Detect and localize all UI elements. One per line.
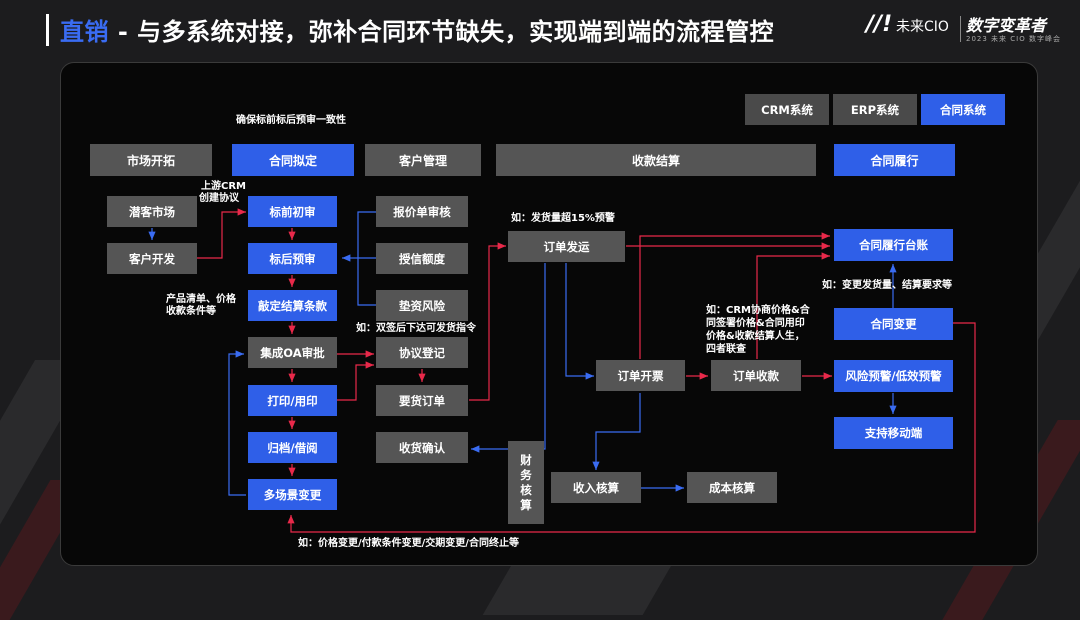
- arrow-change-loop: [228, 350, 246, 496]
- legend-crm: CRM系统: [745, 94, 829, 125]
- node-archive: 归档/借阅: [248, 432, 337, 463]
- arrow-print-to-agreement: [337, 361, 374, 401]
- node-receipt-confirm: 收货确认: [376, 432, 468, 463]
- title-highlight: 直销: [60, 18, 109, 46]
- node-revenue-acct: 收入核算: [551, 472, 641, 503]
- node-risk-alert: 风险预警/低效预警: [834, 360, 953, 392]
- phase-draft: 合同拟定: [232, 144, 354, 176]
- logo-divider: [960, 16, 961, 42]
- arrow-change-bottom-loop: [287, 322, 976, 533]
- connector-layer: [148, 208, 976, 533]
- note-consistency: 确保标前标后预审一致性: [236, 115, 346, 126]
- note-product-2: 收款条件等: [166, 306, 216, 317]
- node-customer-dev: 客户开发: [107, 243, 197, 274]
- logo-brand-secondary: 数字变革者: [966, 16, 1047, 35]
- node-order-ship: 订单发运: [508, 231, 625, 262]
- title-accent-bar: [46, 14, 49, 46]
- node-pre-bid: 标前初审: [248, 196, 337, 227]
- arrow-invoice-to-ledger: [639, 232, 830, 359]
- logo-mark-icon: //!: [866, 12, 893, 37]
- note-crm-linked-1: 如：CRM协商价格&合: [706, 305, 810, 316]
- legend-contract: 合同系统: [921, 94, 1005, 125]
- note-crm-linked-3: 价格&收款结算人生，: [706, 331, 805, 342]
- node-mobile: 支持移动端: [834, 417, 953, 449]
- node-agreement-reg: 协议登记: [376, 337, 468, 368]
- node-print-seal: 打印/用印: [248, 385, 337, 416]
- arrow-ship-to-receipt: [471, 263, 546, 453]
- note-crm-create-2: 创建协议: [199, 193, 239, 204]
- node-cost-acct: 成本核算: [687, 472, 777, 503]
- note-crm-linked-2: 同签署价格&合同用印: [706, 318, 805, 329]
- note-change-ship: 如：变更发货量、结算要求等: [822, 280, 952, 291]
- note-crm-linked-4: 四者联查: [706, 344, 746, 355]
- node-multi-change: 多场景变更: [248, 479, 337, 510]
- logo-subtitle: 2023 未来 CIO 数字峰会: [966, 35, 1061, 43]
- note-crm-create-1: 上游CRM: [201, 181, 246, 192]
- legend-erp: ERP系统: [833, 94, 917, 125]
- node-advance-risk: 垫资风险: [376, 290, 468, 321]
- node-oa-approval: 集成OA审批: [248, 337, 337, 368]
- node-order-invoice: 订单开票: [596, 360, 685, 391]
- phase-settlement: 收款结算: [496, 144, 816, 176]
- node-lead-market: 潜客市场: [107, 196, 197, 227]
- node-contract-change: 合同变更: [834, 308, 953, 340]
- node-finance-acct: 财务核算: [508, 441, 544, 524]
- title-text: - 与多系统对接，弥补合同环节缺失，实现端到端的流程管控: [109, 18, 775, 46]
- node-quote-review: 报价单审核: [376, 196, 468, 227]
- node-order-collect: 订单收款: [711, 360, 801, 391]
- arrow-order-to-ship: [469, 242, 506, 401]
- brand-logo: //! 未来CIO 数字变革者 2023 未来 CIO 数字峰会: [866, 12, 1066, 48]
- phase-customer: 客户管理: [365, 144, 481, 176]
- arrow-customer-merge: [357, 211, 376, 306]
- node-order-request: 要货订单: [376, 385, 468, 416]
- note-ship-alert: 如：发货量超15%预警: [511, 213, 615, 224]
- note-change-terms: 如：价格变更/付款条件变更/交期变更/合同终止等: [298, 538, 519, 549]
- arrow-invoice-to-revenue: [592, 393, 641, 470]
- arrow-ship-to-invoice: [565, 263, 594, 380]
- node-credit-limit: 授信额度: [376, 243, 468, 274]
- logo-brand-primary: 未来CIO: [896, 19, 949, 35]
- phase-market: 市场开拓: [90, 144, 212, 176]
- note-dual-sign: 如：双签后下达可发货指令: [356, 323, 476, 334]
- node-post-bid: 标后预审: [248, 243, 337, 274]
- note-product-1: 产品清单、价格: [166, 294, 236, 305]
- node-settle-terms: 敲定结算条款: [248, 290, 337, 321]
- arrow-collect-to-ledger: [756, 252, 830, 359]
- page-title: 直销 - 与多系统对接，弥补合同环节缺失，实现端到端的流程管控: [60, 12, 774, 47]
- arrow-dev-to-prebid: [197, 208, 246, 259]
- node-fulfill-ledger: 合同履行台账: [834, 229, 953, 261]
- phase-fulfill: 合同履行: [834, 144, 955, 176]
